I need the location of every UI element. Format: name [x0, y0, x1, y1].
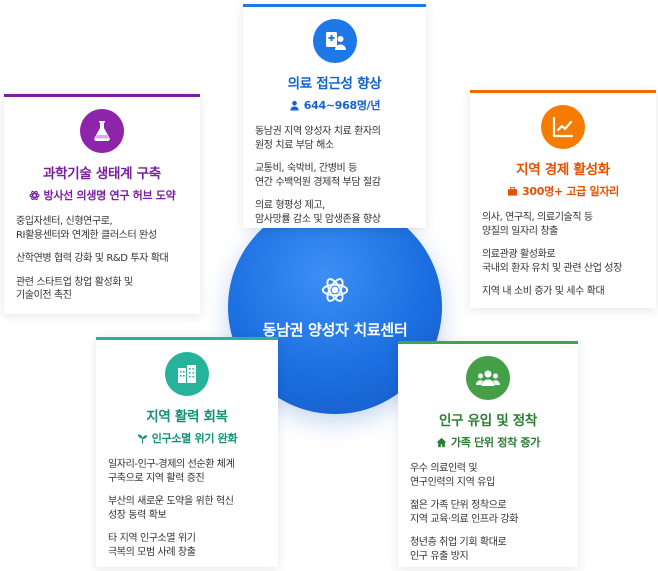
list-item: 의료 형평성 제고, 암사망률 감소 및 암생존율 향상	[255, 200, 381, 225]
list-item: 중입자센터, 신형연구로, RI활용센터와 연계한 클러스터 완성	[16, 216, 157, 241]
card-title: 의료 접근성 향상	[287, 76, 382, 92]
card-list: 우수 의료인력 및 연구인력의 지역 유입 젊은 가족 단위 정착으로 지역 교…	[410, 462, 566, 563]
card-subtitle: 방사선 의생명 연구 허브 도약	[16, 187, 188, 203]
card-subtitle: 644~968명/년	[255, 97, 414, 113]
card-regional-economy: 지역 경제 활성화 300명+ 고급 일자리 의사, 연구직, 의료기술직 등 …	[470, 90, 656, 308]
card-list: 중입자센터, 신형연구로, RI활용센터와 연계한 클러스터 완성 산학연병 협…	[16, 215, 188, 303]
home-icon	[436, 437, 447, 447]
list-item: 동남권 지역 양성자 치료 환자의 원정 치료 부담 해소	[255, 126, 381, 151]
list-item: 타 지역 인구소멸 위기 극복의 모범 사례 창출	[108, 533, 196, 558]
card-population-inflow: 인구 유입 및 정착 가족 단위 정착 증가 우수 의료인력 및 연구인력의 지…	[398, 341, 578, 567]
list-item: 젊은 가족 단위 정착으로 지역 교육·의료 인프라 강화	[410, 500, 518, 525]
card-science-ecosystem: 과학기술 생태계 구축 방사선 의생명 연구 허브 도약 중입자센터, 신형연구…	[4, 94, 200, 314]
list-item: 교통비, 숙박비, 간병비 등 연간 수백억원 경제적 부담 절감	[255, 163, 381, 188]
card-title: 지역 활력 회복	[146, 409, 228, 425]
card-subtitle: 가족 단위 정착 증가	[410, 434, 566, 450]
list-item: 일자리-인구-경제의 선순환 체계 구축으로 지역 활력 증진	[108, 459, 235, 484]
card-subtitle: 인구소멸 위기 완화	[108, 430, 266, 446]
list-item: 관련 스타트업 창업 활성화 및 기술이전 촉진	[16, 276, 133, 302]
briefcase-icon	[507, 186, 518, 196]
people-group-icon	[466, 356, 510, 400]
card-subtitle: 300명+ 고급 일자리	[482, 183, 644, 199]
list-item: 우수 의료인력 및 연구인력의 지역 유입	[410, 463, 495, 488]
medical-doctor-icon	[312, 19, 357, 63]
card-title: 지역 경제 활성화	[516, 162, 610, 178]
person-icon	[290, 100, 299, 111]
flask-icon	[80, 109, 124, 153]
seedling-icon	[137, 433, 147, 444]
card-list: 일자리-인구-경제의 선순환 체계 구축으로 지역 활력 증진 부산의 새로운 …	[108, 458, 266, 559]
list-item: 산학연병 협력 강화 및 R&D 투자 확대	[16, 253, 169, 264]
list-item: 부산의 새로운 도약을 위한 혁신 성장 동력 확보	[108, 496, 234, 521]
card-medical-access: 의료 접근성 향상 644~968명/년 동남권 지역 양성자 치료 환자의 원…	[243, 4, 426, 228]
card-list: 동남권 지역 양성자 치료 환자의 원정 치료 부담 해소 교통비, 숙박비, …	[255, 125, 414, 226]
list-item: 의사, 연구직, 의료기술직 등 양질의 일자리 창출	[482, 212, 593, 237]
center-title: 동남권 양성자 치료센터	[262, 320, 408, 339]
city-buildings-icon	[165, 352, 209, 396]
card-regional-vitality: 지역 활력 회복 인구소멸 위기 완화 일자리-인구-경제의 선순환 체계 구축…	[96, 337, 278, 567]
card-title: 과학기술 생태계 구축	[43, 166, 161, 182]
card-title: 인구 유입 및 정착	[438, 413, 538, 429]
card-list: 의사, 연구직, 의료기술직 등 양질의 일자리 창출 의료관광 활성화로 국내…	[482, 211, 644, 299]
list-item: 지역 내 소비 증가 및 세수 확대	[482, 286, 605, 297]
atom-icon	[28, 190, 40, 200]
atom-icon	[321, 277, 349, 302]
list-item: 청년층 취업 기회 확대로 인구 유출 방지	[410, 537, 507, 562]
line-chart-icon	[541, 105, 585, 149]
list-item: 의료관광 활성화로 국내외 환자 유치 및 관련 산업 성장	[482, 249, 622, 274]
